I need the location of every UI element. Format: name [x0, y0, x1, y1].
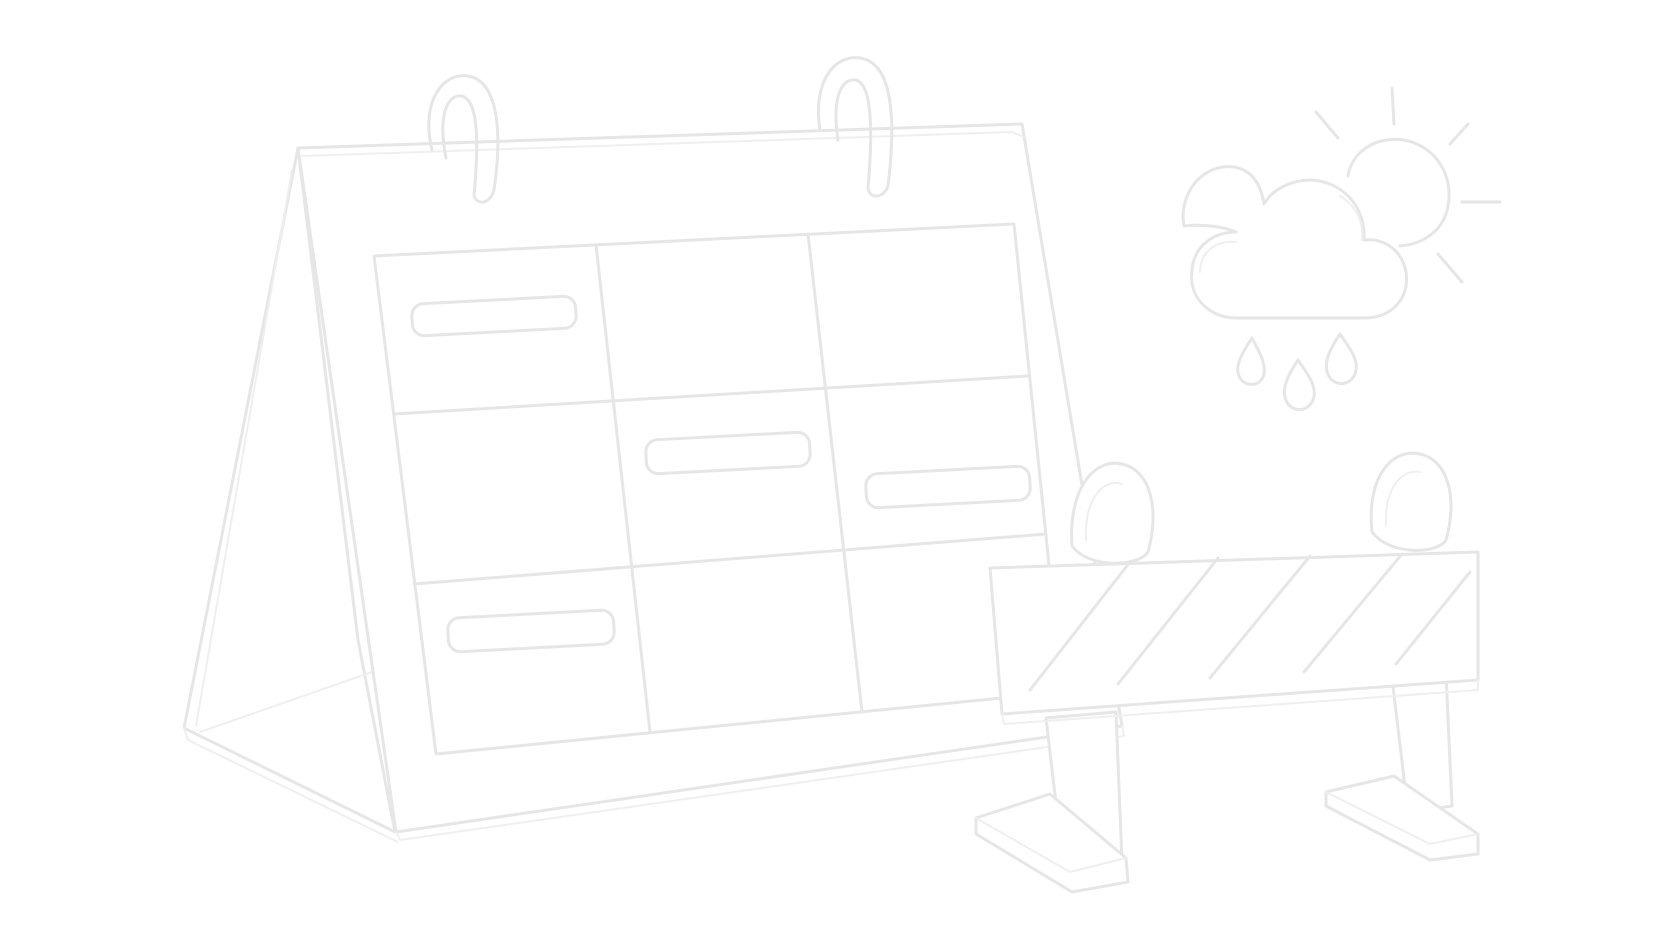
- calendar-board-top-edge: [301, 131, 1027, 157]
- weather-icon: [1181, 86, 1502, 412]
- calendar-event-3: [864, 464, 1032, 510]
- barrier-stripe-2: [1116, 556, 1220, 686]
- calendar-ring-left: [427, 74, 500, 204]
- calendar-board-bottom-edge: [395, 725, 1125, 841]
- calendar-event-1: [410, 294, 578, 338]
- road-barrier-icon: [974, 451, 1480, 894]
- calendar-event-2: [644, 430, 812, 476]
- calendar-stand-crossbar: [199, 671, 373, 733]
- rain-cloud-inner: [1199, 195, 1364, 273]
- barrier-stripe-1: [1028, 560, 1132, 692]
- calendar-stand-back-inner: [195, 169, 293, 727]
- calendar-event-4: [446, 608, 616, 654]
- sun-ray-top-right: [1448, 122, 1470, 146]
- calendar-grid-row-line-1: [392, 374, 1030, 416]
- barrier-beacon-right-inner: [1384, 470, 1421, 527]
- barrier-stripe-4: [1302, 552, 1404, 674]
- barrier-stripe-5: [1394, 570, 1472, 666]
- barrier-beacon-left: [1070, 461, 1155, 565]
- raindrop-1: [1236, 336, 1266, 386]
- barrier-board-edge: [1001, 679, 1479, 725]
- sun-body: [1346, 137, 1451, 248]
- calendar-ring-right: [817, 56, 894, 198]
- calendar-grid-col-line-2: [806, 232, 864, 714]
- barrier-beacon-right: [1369, 451, 1453, 552]
- sun-ray-top-left: [1314, 110, 1340, 140]
- sun-ray-bottom-right: [1436, 252, 1464, 284]
- barrier-foot-left-top: [975, 817, 1127, 873]
- barrier-stripe-3: [1208, 554, 1312, 680]
- calendar-grid-col-line-1: [594, 243, 652, 734]
- barrier-beacon-left-inner: [1084, 481, 1123, 541]
- sun-icon: [1314, 86, 1502, 284]
- sun-ray-top: [1390, 86, 1396, 126]
- raindrop-2: [1282, 358, 1316, 412]
- barrier-foot-right: [1324, 774, 1480, 862]
- raindrop-3: [1324, 332, 1358, 386]
- desk-calendar-icon: [182, 56, 1125, 843]
- calendar-stand-base: [183, 727, 399, 843]
- barrier-foot-right-top: [1325, 791, 1479, 845]
- calendar-grid-row-line-2: [412, 532, 1048, 586]
